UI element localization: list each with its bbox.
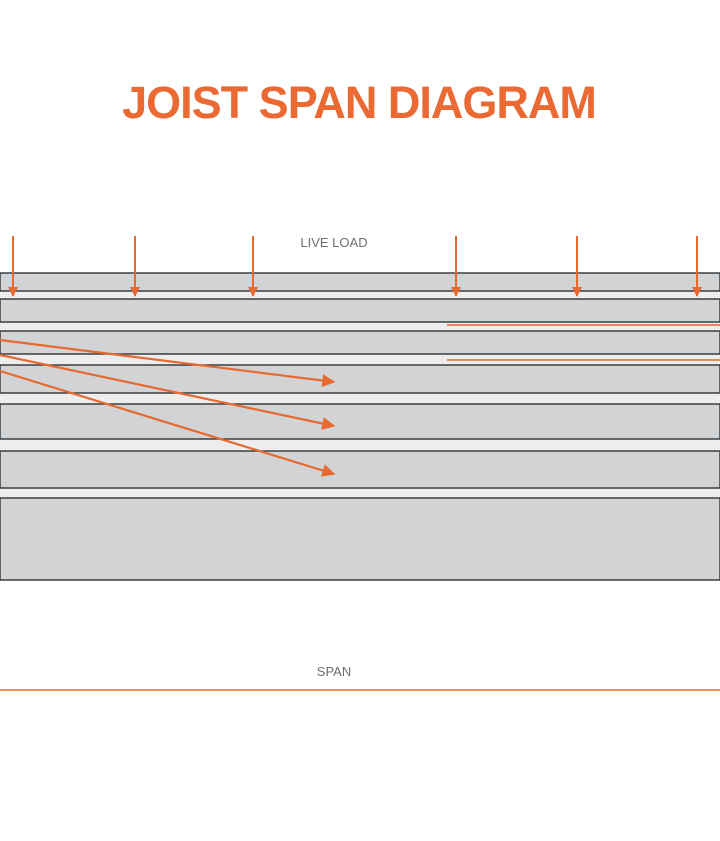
layer-gap — [0, 291, 720, 299]
layer-gap — [0, 354, 720, 365]
live-load-label: LIVE LOAD — [300, 235, 367, 250]
live-load-arrows — [8, 236, 702, 297]
pointer-arrow — [0, 338, 336, 387]
pointer-arrows — [0, 338, 336, 477]
joist-band — [0, 330, 720, 355]
layer-gap — [0, 439, 720, 451]
layer-gap — [0, 322, 720, 331]
joist-band — [0, 450, 720, 489]
diagram-title: JOIST SPAN DIAGRAM — [122, 77, 596, 128]
pointer-arrow — [0, 353, 336, 430]
joist-band — [0, 298, 720, 323]
pointer-arrow — [0, 369, 336, 477]
span-label: SPAN — [317, 664, 351, 679]
joist-base — [0, 497, 720, 581]
joist-band — [0, 272, 720, 292]
layer-gap — [0, 488, 720, 498]
joist-band — [0, 364, 720, 394]
layer-gap — [0, 393, 720, 404]
joist-stack — [0, 272, 720, 581]
joist-band — [0, 403, 720, 440]
